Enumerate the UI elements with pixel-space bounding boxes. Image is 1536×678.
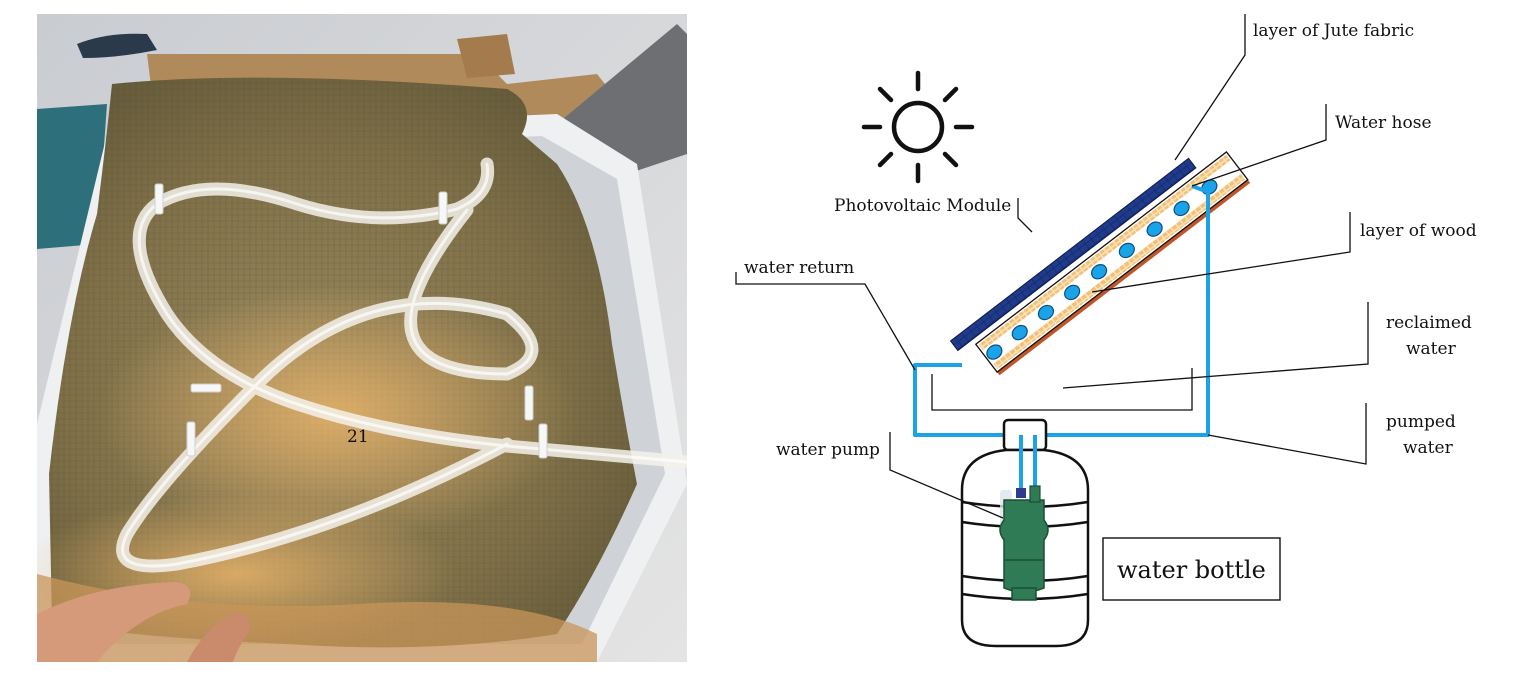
hand-right bbox=[187, 612, 250, 662]
label-water-return: water return bbox=[744, 258, 854, 278]
label-jute: layer of Jute fabric bbox=[1253, 21, 1414, 41]
water-hose bbox=[116, 157, 687, 573]
bottle-label-box bbox=[1102, 537, 1281, 601]
slipper bbox=[77, 33, 157, 58]
hand-left bbox=[37, 582, 191, 662]
label-pumped-2: water bbox=[1403, 438, 1454, 458]
label-hose: Water hose bbox=[1335, 113, 1432, 133]
photovoltaic-module bbox=[949, 157, 1197, 352]
jute-layer-top bbox=[978, 154, 1231, 351]
label-water-pump: water pump bbox=[776, 440, 880, 460]
prototype-photo: 21 bbox=[37, 14, 687, 662]
label-photovoltaic: Photovoltaic Module bbox=[834, 196, 1011, 216]
reclaimed-water-tray bbox=[931, 368, 1193, 411]
sun-icon bbox=[861, 70, 975, 184]
bottle-hoses bbox=[1019, 435, 1037, 492]
hose-sections bbox=[986, 179, 1218, 360]
label-water-bottle: water bottle bbox=[1117, 556, 1266, 584]
panel-stack bbox=[949, 151, 1251, 376]
system-diagram: layer of Jute fabric Water hose Photovol… bbox=[735, 14, 1477, 648]
water-pump-icon bbox=[999, 485, 1049, 601]
label-pumped-1: pumped bbox=[1386, 412, 1456, 432]
label-reclaimed-1: reclaimed bbox=[1386, 313, 1472, 333]
label-reclaimed-2: water bbox=[1406, 339, 1457, 359]
photo-overlay-number: 21 bbox=[347, 427, 369, 447]
jute-layer-bottom bbox=[993, 173, 1245, 370]
cable-ties bbox=[154, 183, 548, 459]
label-wood: layer of wood bbox=[1360, 221, 1477, 241]
